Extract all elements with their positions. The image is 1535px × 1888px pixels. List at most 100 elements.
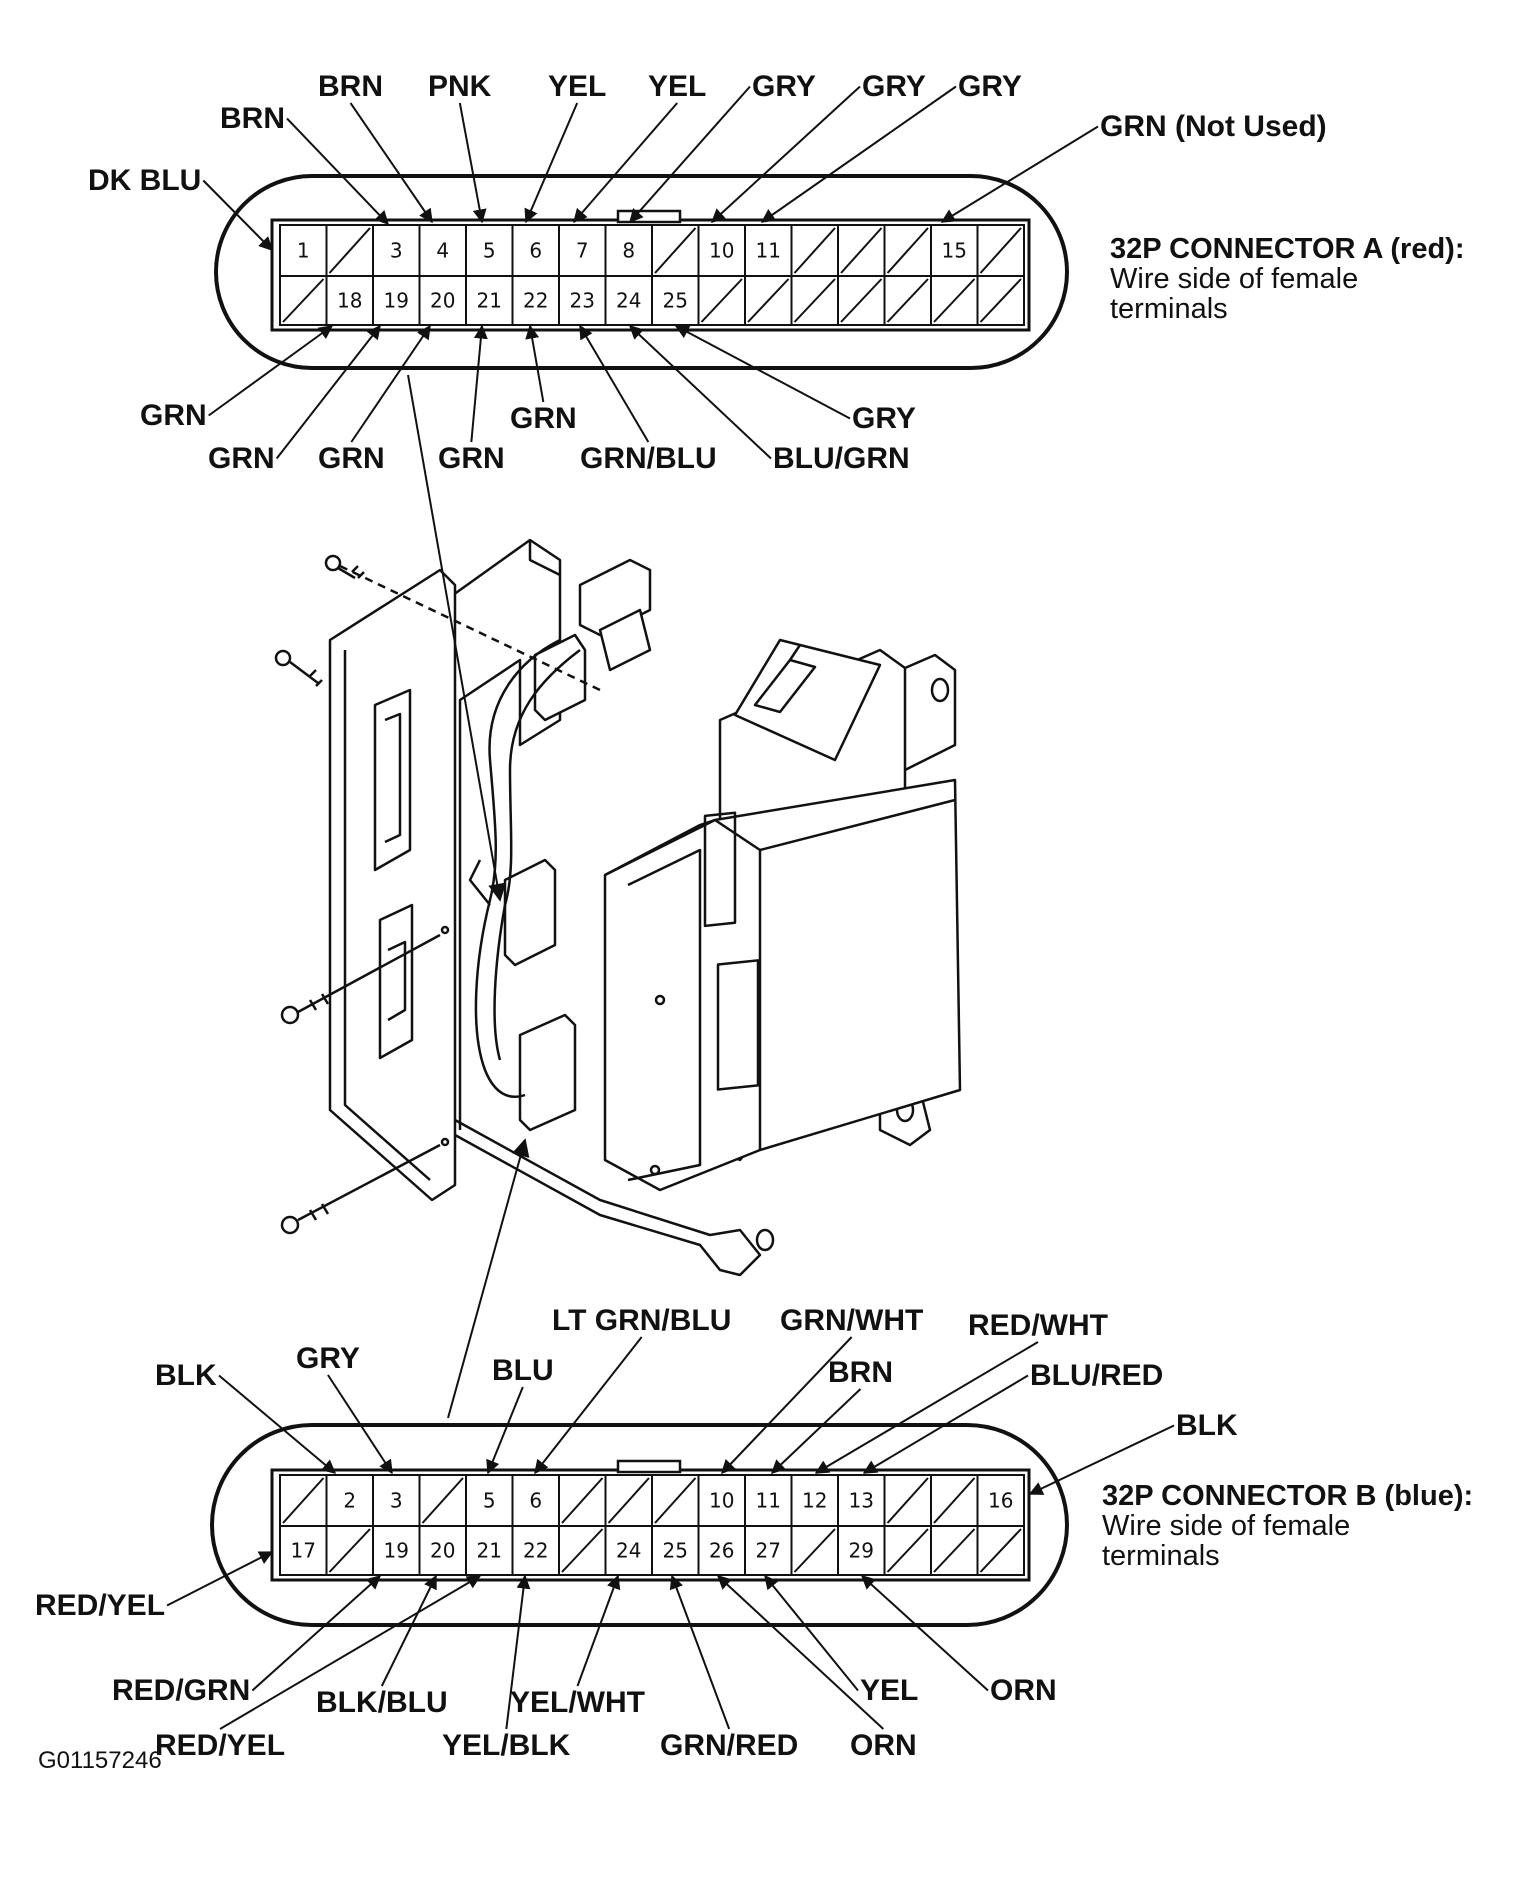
connector-a-cavity-blank bbox=[933, 278, 976, 323]
connector-b-leader-line bbox=[770, 1388, 862, 1474]
connector-b-cavity-blank bbox=[561, 1477, 604, 1524]
connector-b-leader-line bbox=[534, 1336, 643, 1475]
connector-a-cavity-blank bbox=[979, 227, 1022, 274]
connector-b-wire-color-label: ORN bbox=[850, 1729, 917, 1762]
connector-a-pin-number: 23 bbox=[570, 289, 595, 313]
connector-a-pin-number: 10 bbox=[709, 239, 734, 263]
connector-b-leader-line bbox=[721, 1336, 853, 1475]
connector-b-wire-color-label: BLU bbox=[492, 1354, 554, 1387]
connector-b-wire-color-label: BRN bbox=[828, 1356, 893, 1389]
connector-a-wire-color-label: GRN bbox=[318, 442, 385, 475]
connector-a-wire-color-label: GRN bbox=[510, 402, 577, 435]
connector-b-wire-color-label: RED/WHT bbox=[968, 1309, 1108, 1342]
connector-a-cavity bbox=[697, 224, 746, 277]
connector-b-pin-number: 26 bbox=[709, 1539, 734, 1563]
connector-b-pin-number: 19 bbox=[384, 1539, 409, 1563]
connector-b-leader-line bbox=[327, 1374, 393, 1475]
connector-b-leader-line bbox=[669, 1574, 731, 1730]
connector-a-pin-number: 25 bbox=[663, 289, 688, 313]
connector-a-pin-number: 6 bbox=[529, 239, 542, 263]
connector-a-pin-number: 20 bbox=[430, 289, 455, 313]
connector-a-leader-line bbox=[202, 179, 273, 251]
connector-a-pin-number: 24 bbox=[616, 289, 641, 313]
connector-b-pin-number: 22 bbox=[523, 1539, 548, 1563]
connector-a-leader-line bbox=[629, 85, 751, 224]
connector-a-wire-color-label: GRN bbox=[438, 442, 505, 475]
connector-b-pin-number: 25 bbox=[663, 1539, 688, 1563]
screw-top bbox=[324, 554, 601, 692]
screw-mid bbox=[274, 649, 323, 687]
connector-a-lock-tab bbox=[616, 209, 682, 224]
connector-b-pin-number: 12 bbox=[802, 1489, 827, 1513]
connector-a-leader-line bbox=[524, 102, 579, 224]
connector-b-wire-color-label: RED/YEL bbox=[35, 1589, 165, 1622]
connector-a-pin-number: 3 bbox=[390, 239, 403, 263]
connector-a-leader-line bbox=[286, 117, 389, 226]
connector-b-leader-line bbox=[505, 1574, 531, 1730]
connector-a-cavity-blank bbox=[840, 227, 883, 274]
connector-a-wire-color-label: YEL bbox=[548, 70, 606, 103]
connector-b-cavity-blank bbox=[654, 1477, 697, 1524]
connector-b-cavity bbox=[279, 1525, 328, 1576]
connector-b-cavity-blank bbox=[933, 1477, 976, 1524]
control-unit-assembly-drawing bbox=[274, 538, 962, 1277]
connector-b-wire-color-label: LT GRN/BLU bbox=[552, 1304, 731, 1337]
connector-b-cavity bbox=[511, 1474, 560, 1527]
connector-a-subtitle-line1: Wire side of female bbox=[1110, 263, 1358, 295]
connector-b-cavity-blank bbox=[421, 1477, 464, 1524]
connector-b-cavity bbox=[976, 1474, 1025, 1527]
connector-b-wire-color-label: YEL bbox=[860, 1674, 918, 1707]
connector-a-cavity bbox=[604, 224, 653, 277]
connector-b-cavity-blank bbox=[933, 1528, 976, 1573]
connector-b-wire-color-label: RED/GRN bbox=[112, 1674, 250, 1707]
connector-b-pin-number: 2 bbox=[343, 1489, 356, 1513]
connector-a-leader-line bbox=[275, 324, 381, 460]
connector-a-outline bbox=[214, 174, 1069, 370]
connector-b-wire-color-label: YEL/WHT bbox=[510, 1686, 645, 1719]
screw-bottom bbox=[280, 1143, 441, 1235]
connector-b-cavity bbox=[465, 1474, 514, 1527]
connector-b-wire-color-label: BLK bbox=[155, 1359, 217, 1392]
connector-a-subtitle-line2: terminals bbox=[1110, 293, 1228, 325]
connector-b-pin-number: 24 bbox=[616, 1539, 641, 1563]
connector-a-leader-line bbox=[458, 102, 487, 224]
connector-a-cavity-blank bbox=[700, 278, 743, 323]
connector-a-pin-number: 5 bbox=[483, 239, 496, 263]
connector-b-cavity bbox=[790, 1474, 839, 1527]
connector-a-leader-line bbox=[710, 85, 861, 223]
connector-b-outline bbox=[210, 1423, 1069, 1627]
connector-a-leader-line bbox=[470, 324, 488, 443]
connector-b-pin-number: 17 bbox=[291, 1539, 316, 1563]
connector-a-cavity-blank bbox=[886, 278, 929, 323]
connector-b-cavity-blank bbox=[886, 1477, 929, 1524]
connector-b-cavity-blank bbox=[979, 1528, 1022, 1573]
connector-a-leader-line bbox=[525, 324, 545, 403]
connector-a-cavity bbox=[604, 275, 653, 326]
connector-a-leader-line bbox=[760, 85, 957, 223]
connector-b-location-arrow bbox=[447, 1138, 530, 1419]
connector-b-pin-number: 6 bbox=[529, 1489, 542, 1513]
connector-a-cavity bbox=[325, 275, 374, 326]
connector-b-wire-color-label: BLK/BLU bbox=[316, 1686, 448, 1719]
connector-a-pin-number: 22 bbox=[523, 289, 548, 313]
connector-b-leader-line bbox=[380, 1574, 437, 1687]
connector-a-pin-number: 4 bbox=[436, 239, 449, 263]
connector-b-wire-color-label: RED/YEL bbox=[155, 1729, 285, 1762]
connector-b-pin-number: 27 bbox=[756, 1539, 781, 1563]
connector-b-leader-line bbox=[218, 1374, 337, 1474]
connector-b-cavity bbox=[837, 1525, 886, 1576]
connector-b-pin-number: 29 bbox=[849, 1539, 874, 1563]
connector-b-leader-line bbox=[251, 1575, 382, 1692]
connector-b-pin-number: 20 bbox=[430, 1539, 455, 1563]
connector-b-subtitle-line1: Wire side of female bbox=[1102, 1510, 1350, 1542]
figure-code: G01157246 bbox=[38, 1747, 162, 1774]
connector-b-cavity-blank bbox=[886, 1528, 929, 1573]
connector-b-leader-line bbox=[860, 1575, 989, 1692]
connector-a-wire-color-label: GRY bbox=[958, 70, 1022, 103]
connector-a-wire-color-label: GRY bbox=[852, 402, 916, 435]
connector-a-leader-line bbox=[579, 324, 650, 443]
connector-a-wire-color-label: BLU/GRN bbox=[773, 442, 910, 475]
